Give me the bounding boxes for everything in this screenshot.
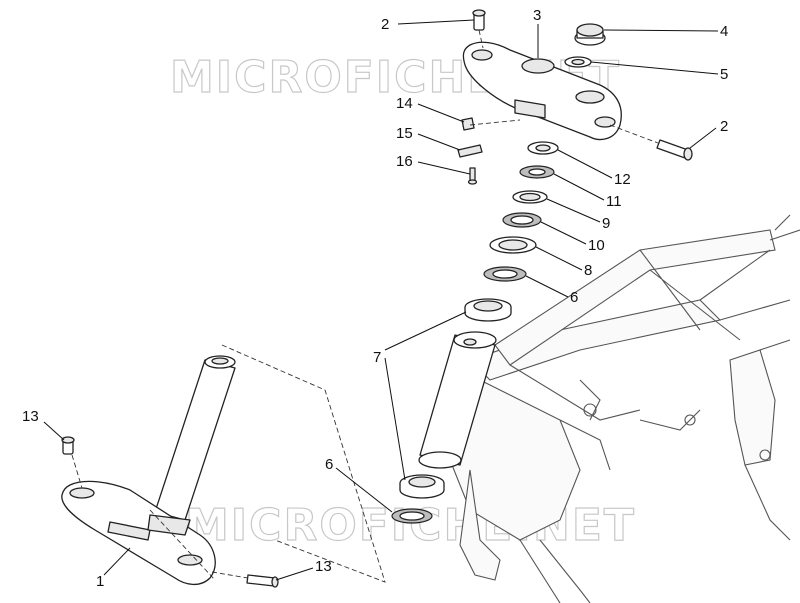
- callout-16: 16: [396, 153, 413, 170]
- callout-2-top: 2: [381, 16, 389, 33]
- callout-labels: 2 3 4 5 2 14 15 16 12 11 9 10 8 6 7 6 13…: [22, 7, 728, 590]
- callout-6-top: 6: [570, 289, 578, 306]
- bearing-7-top: [464, 298, 512, 322]
- callout-12: 12: [614, 171, 631, 188]
- washer-5: [564, 56, 592, 68]
- bolt-2-right: [656, 139, 693, 161]
- bottom-yoke-with-stem: [61, 355, 236, 586]
- steering-head-tube: [418, 331, 497, 469]
- bearing-7-bottom: [399, 474, 445, 499]
- callout-3: 3: [533, 7, 541, 24]
- callout-8: 8: [584, 262, 592, 279]
- callout-13-left: 13: [22, 408, 39, 425]
- ring-nut-12: [527, 141, 559, 155]
- callout-10: 10: [588, 237, 605, 254]
- bearing-10: [502, 212, 542, 228]
- bearing-race-6-bottom: [391, 508, 433, 524]
- bolt-2-top: [472, 9, 486, 31]
- leader-lines: [43, 19, 719, 581]
- motorcycle-frame: [449, 214, 800, 603]
- ring-9: [512, 190, 548, 204]
- seal-8: [489, 236, 537, 254]
- callout-5: 5: [720, 66, 728, 83]
- callout-15: 15: [396, 125, 413, 142]
- callout-14: 14: [396, 95, 413, 112]
- callout-6-bottom: 6: [325, 456, 333, 473]
- clip-14: [461, 117, 475, 131]
- bearing-race-6-top: [483, 266, 527, 282]
- callout-13-right: 13: [315, 558, 332, 575]
- bracket-15: [457, 144, 483, 158]
- callout-7: 7: [373, 349, 381, 366]
- assembly-lines: [71, 29, 659, 583]
- callout-9: 9: [602, 215, 610, 232]
- bolt-13-right: [246, 574, 279, 588]
- cap-nut-4: [574, 23, 606, 46]
- top-yoke: [462, 41, 622, 141]
- screw-16: [467, 167, 478, 185]
- callout-11: 11: [606, 193, 622, 210]
- lock-washer-11: [519, 165, 555, 179]
- callout-1: 1: [96, 573, 104, 590]
- watermark-bottom: MICROFICHE.NET: [185, 500, 636, 551]
- callout-2-right: 2: [720, 118, 728, 135]
- bolt-13-left: [61, 436, 75, 455]
- callout-4: 4: [720, 23, 728, 40]
